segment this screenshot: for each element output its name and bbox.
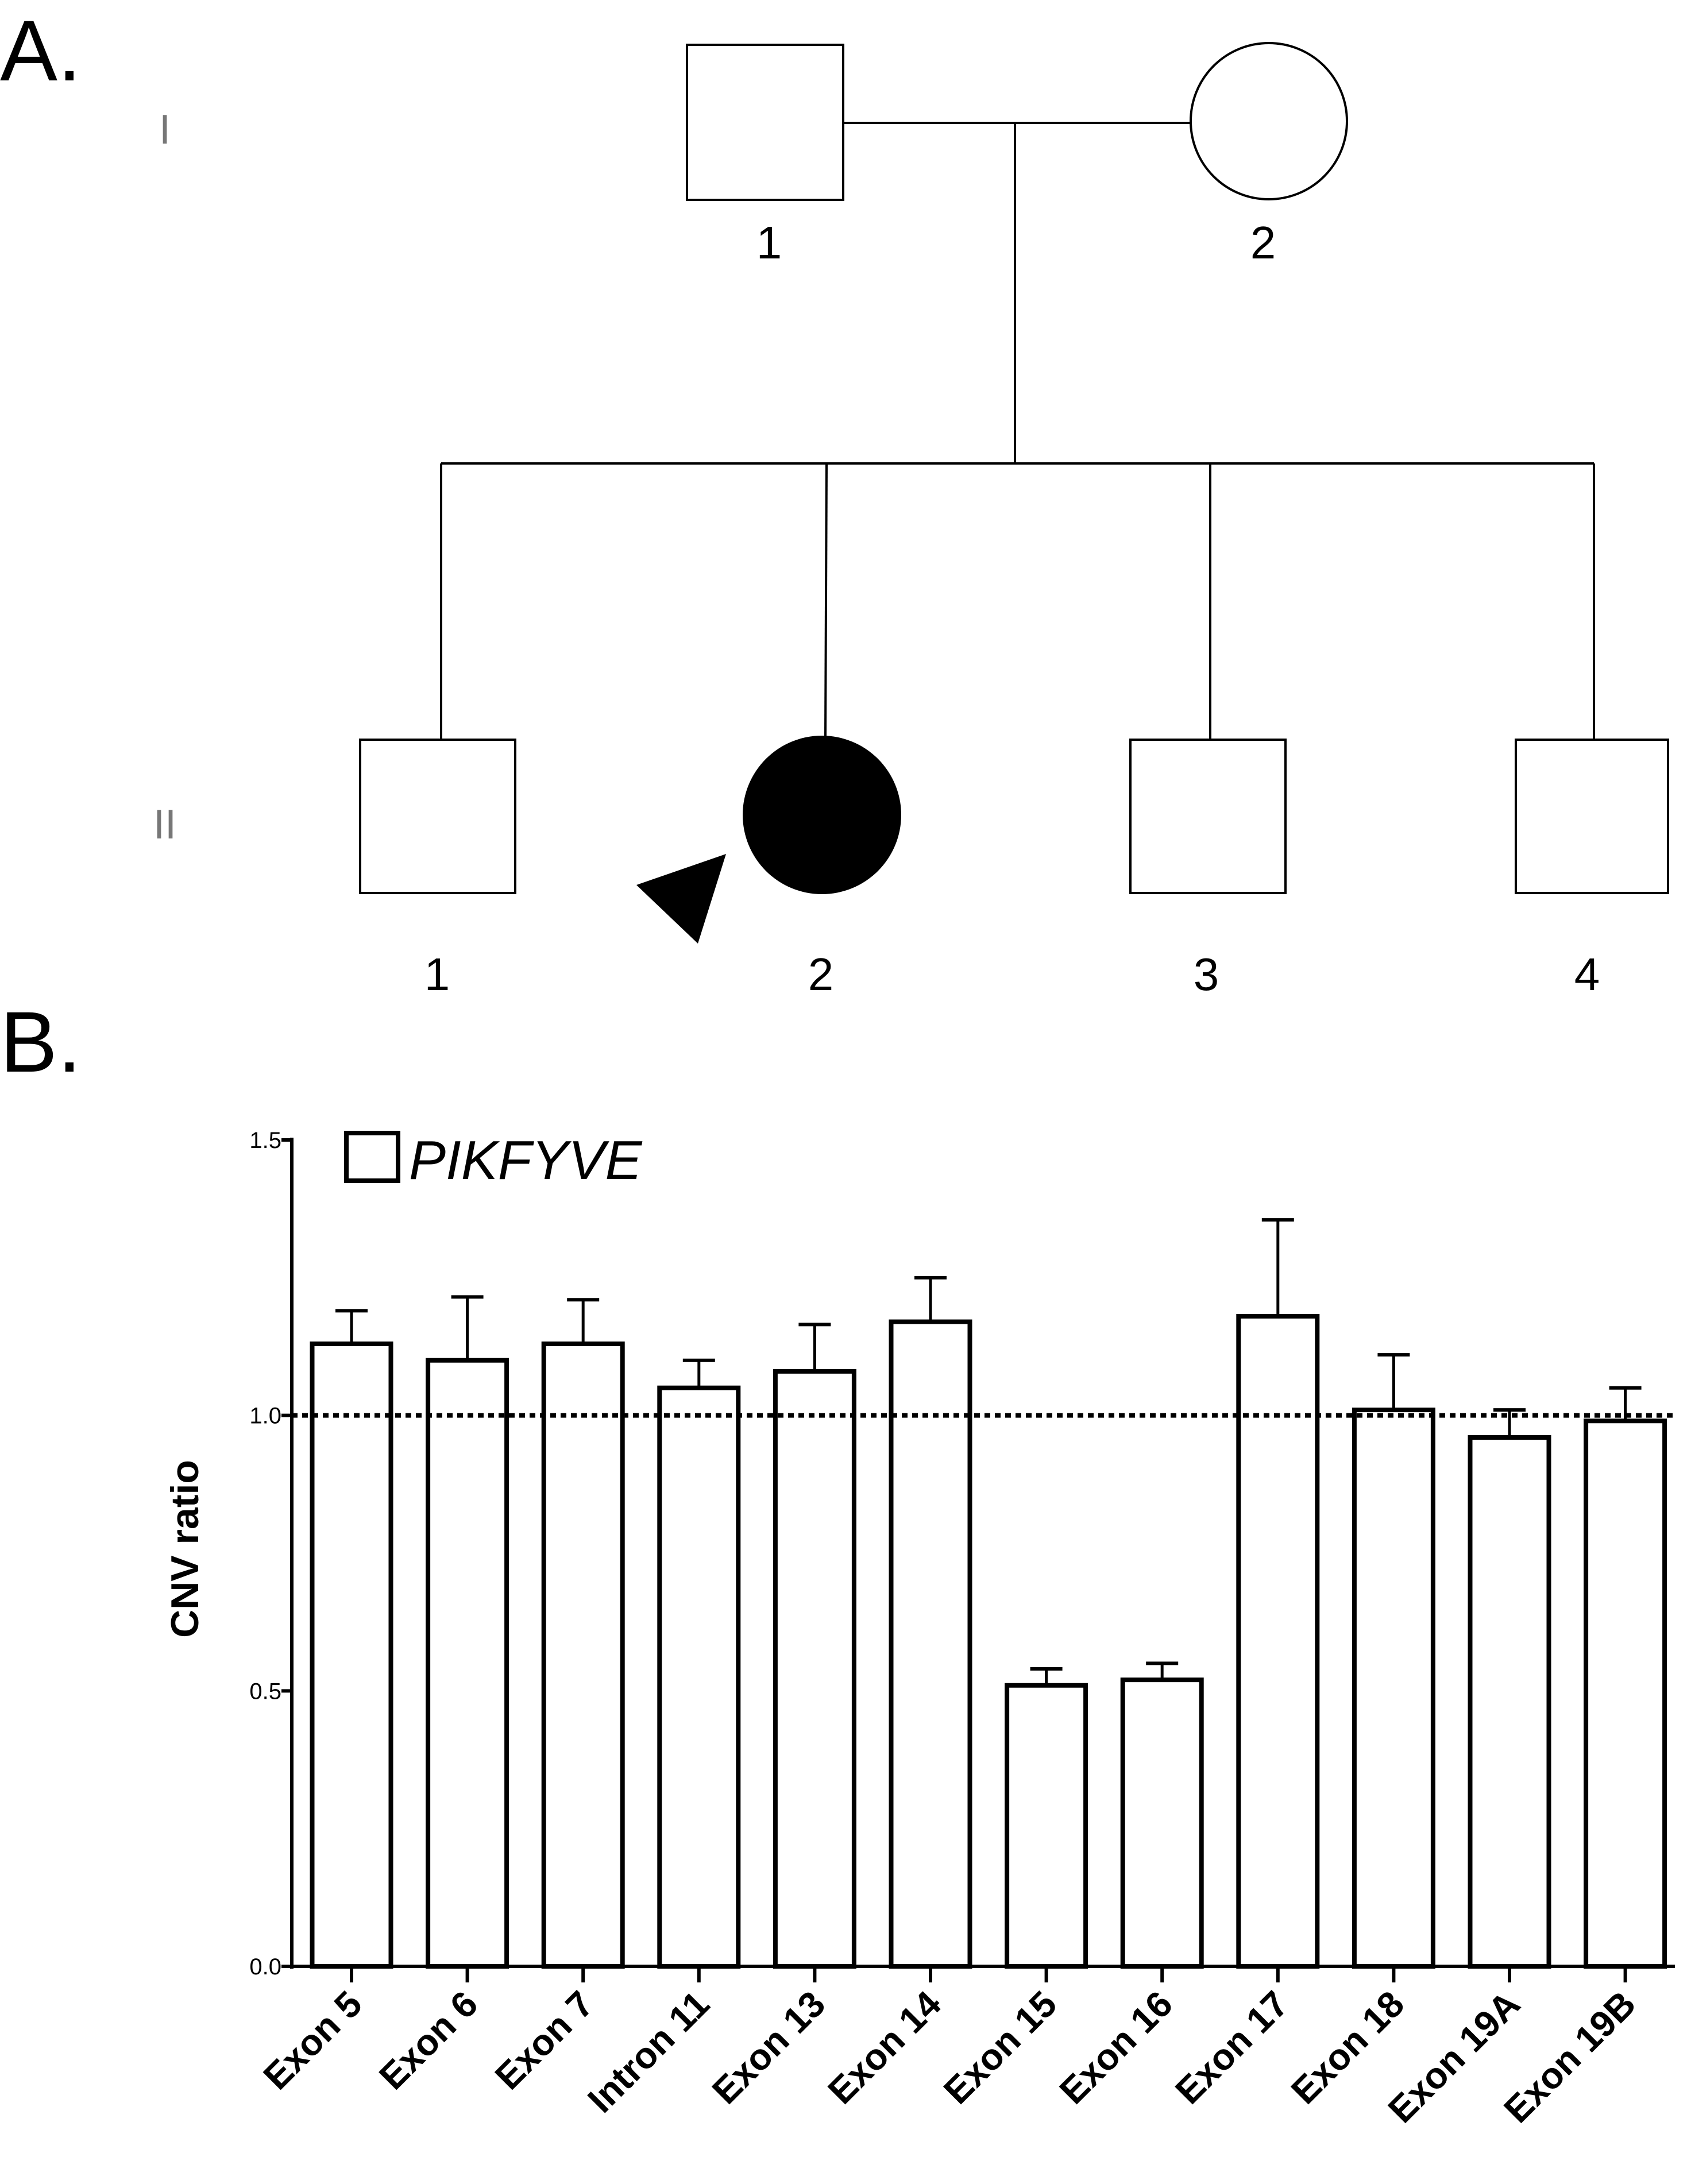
id-I-1: 1 (756, 217, 782, 268)
generation-label-2: II (153, 802, 176, 848)
panel-label-b: B. (0, 994, 82, 1090)
x-tick-label: Exon 17 (1167, 1983, 1296, 2112)
y-tick-label: 1.5 (249, 1128, 281, 1153)
y-axis-label: CNV ratio (163, 1460, 207, 1638)
x-tick-label: Exon 6 (371, 1983, 485, 2097)
id-II-1: 1 (424, 949, 450, 1000)
y-tick-label: 0.5 (249, 1679, 281, 1704)
bar (1584, 1418, 1667, 1969)
y-tick-label: 0.0 (249, 1954, 281, 1980)
child-line-2 (824, 463, 828, 739)
bar (426, 1358, 509, 1969)
x-tick-label: Exon 13 (704, 1983, 833, 2112)
x-tick-label: Intron 11 (580, 1983, 717, 2121)
generation-label-1: I (159, 107, 171, 153)
id-II-3: 3 (1194, 949, 1219, 1000)
x-tick-label: Exon 16 (1052, 1983, 1180, 2112)
pedigree-lines (440, 122, 1595, 740)
x-tick-label: Exon 7 (487, 1983, 601, 2097)
individual-II-1-male (359, 739, 516, 894)
bar (1352, 1408, 1435, 1969)
individual-II-3-male (1129, 739, 1287, 894)
bar (657, 1385, 741, 1969)
x-tick-label: Exon 5 (256, 1983, 370, 2097)
bar (889, 1319, 972, 1969)
bar (1005, 1683, 1088, 1969)
id-II-2: 2 (808, 949, 834, 1000)
legend-swatch (344, 1131, 400, 1183)
individual-II-4-male (1515, 739, 1669, 894)
id-II-4: 4 (1574, 949, 1600, 1000)
bar (541, 1341, 625, 1969)
bar (1468, 1435, 1551, 1969)
bar (310, 1341, 393, 1969)
y-tick-label: 1.0 (249, 1404, 281, 1429)
x-tick-label: Exon 15 (936, 1983, 1064, 2112)
individual-I-2-female (1190, 42, 1348, 200)
x-tick-label: Exon 14 (820, 1983, 949, 2112)
legend-label: PIKFYVE (409, 1130, 642, 1191)
individual-I-1-male (686, 44, 844, 201)
proband-arrow-icon (636, 854, 726, 944)
bar (773, 1369, 856, 1969)
bar (1120, 1677, 1204, 1969)
individual-II-2-affected-female (743, 736, 901, 894)
bar (1236, 1313, 1320, 1969)
id-I-2: 2 (1250, 217, 1276, 268)
panel-label-a: A. (0, 2, 82, 99)
